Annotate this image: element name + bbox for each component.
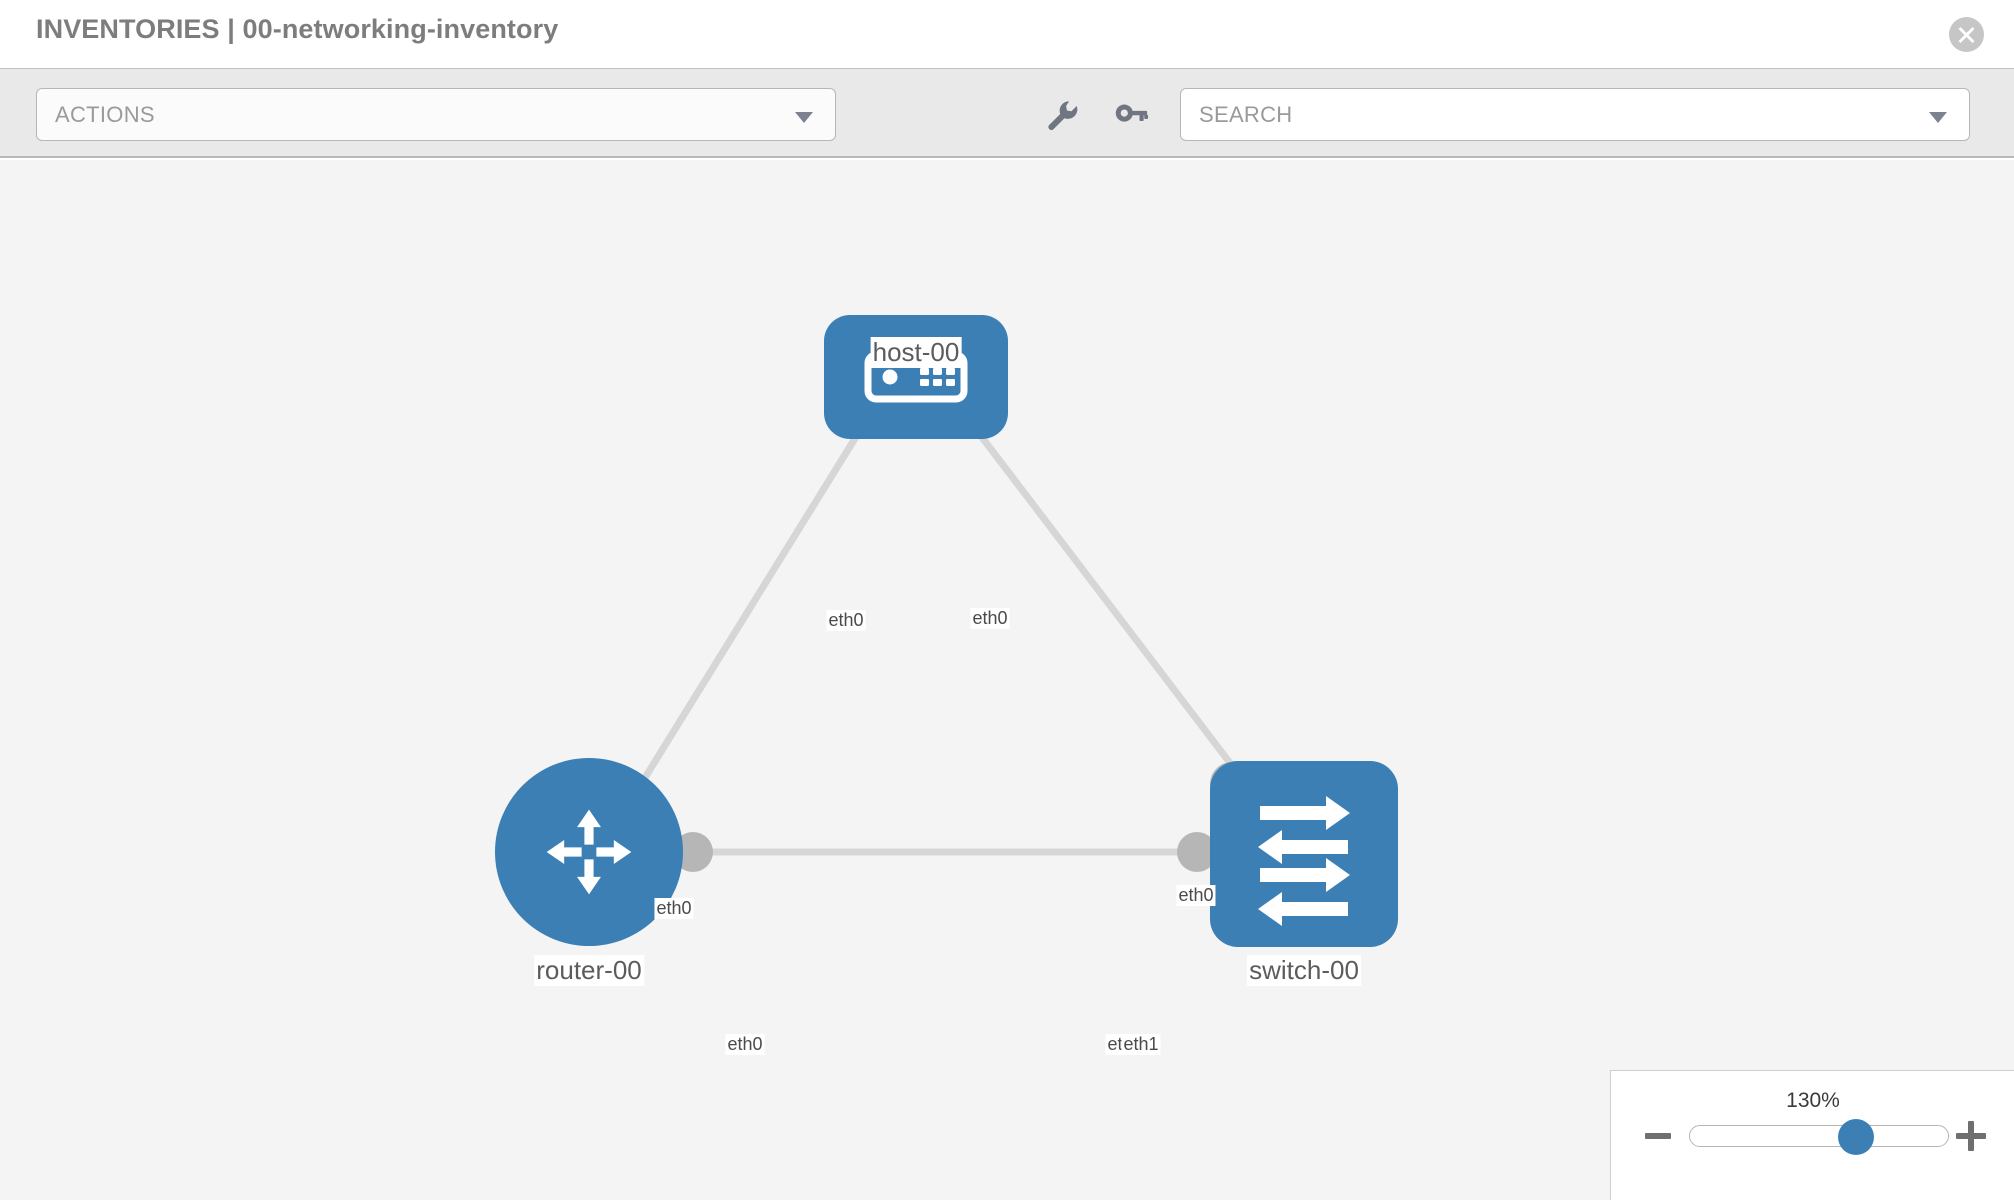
actions-dropdown-label: ACTIONS [55,102,155,127]
zoom-level-value: 130% [1786,1089,1840,1112]
chevron-down-icon[interactable] [1929,112,1947,123]
node-label-host-00[interactable]: host-00 [870,337,962,368]
iface-label-switch00-uplink: eth0 [1176,885,1216,906]
link-host00-switch00 [948,394,1266,809]
page-header: INVENTORIES | 00-networking-inventory [0,0,2014,68]
chevron-down-icon [795,112,813,123]
link-host00-router00 [621,394,884,814]
actions-dropdown[interactable]: ACTIONS [36,88,836,141]
zoom-out-button[interactable] [1645,1133,1671,1139]
zoom-control-panel: 130% [1610,1070,2014,1200]
zoom-in-button[interactable] [1956,1121,1986,1151]
close-icon[interactable] [1949,17,1984,52]
node-label-router-00[interactable]: router-00 [534,955,644,986]
topology-connectors [673,376,1254,872]
connector-switch00-eth1 [1177,832,1217,872]
iface-label-host00-right: eth0 [970,608,1010,629]
node-label-switch-00[interactable]: switch-00 [1247,955,1361,986]
zoom-slider-thumb[interactable] [1838,1119,1874,1155]
node-router-00 [495,758,683,946]
topology-links [621,394,1266,856]
node-host-00 [824,315,1008,439]
iface-label-router00-eth0: eth0 [725,1034,765,1055]
wrench-icon[interactable] [1040,93,1084,137]
iface-label-host00-left: eth0 [826,610,866,631]
connector-router00-eth0 [673,832,713,872]
page-title: INVENTORIES | 00-networking-inventory [36,14,559,44]
key-icon[interactable] [1108,93,1152,137]
search-placeholder: SEARCH [1199,102,1293,127]
iface-label-switch00-eth1: eth1 [1121,1034,1161,1055]
zoom-slider-track[interactable] [1689,1119,1949,1155]
node-switch-00 [1210,761,1398,947]
iface-label-router00-uplink: eth0 [654,898,694,919]
toolbar: ACTIONS SEARCH [0,68,2014,158]
search-input[interactable]: SEARCH [1180,88,1970,141]
topology-canvas[interactable]: host-00 router-00 switch-00 eth0 eth0 et… [0,160,2014,1200]
